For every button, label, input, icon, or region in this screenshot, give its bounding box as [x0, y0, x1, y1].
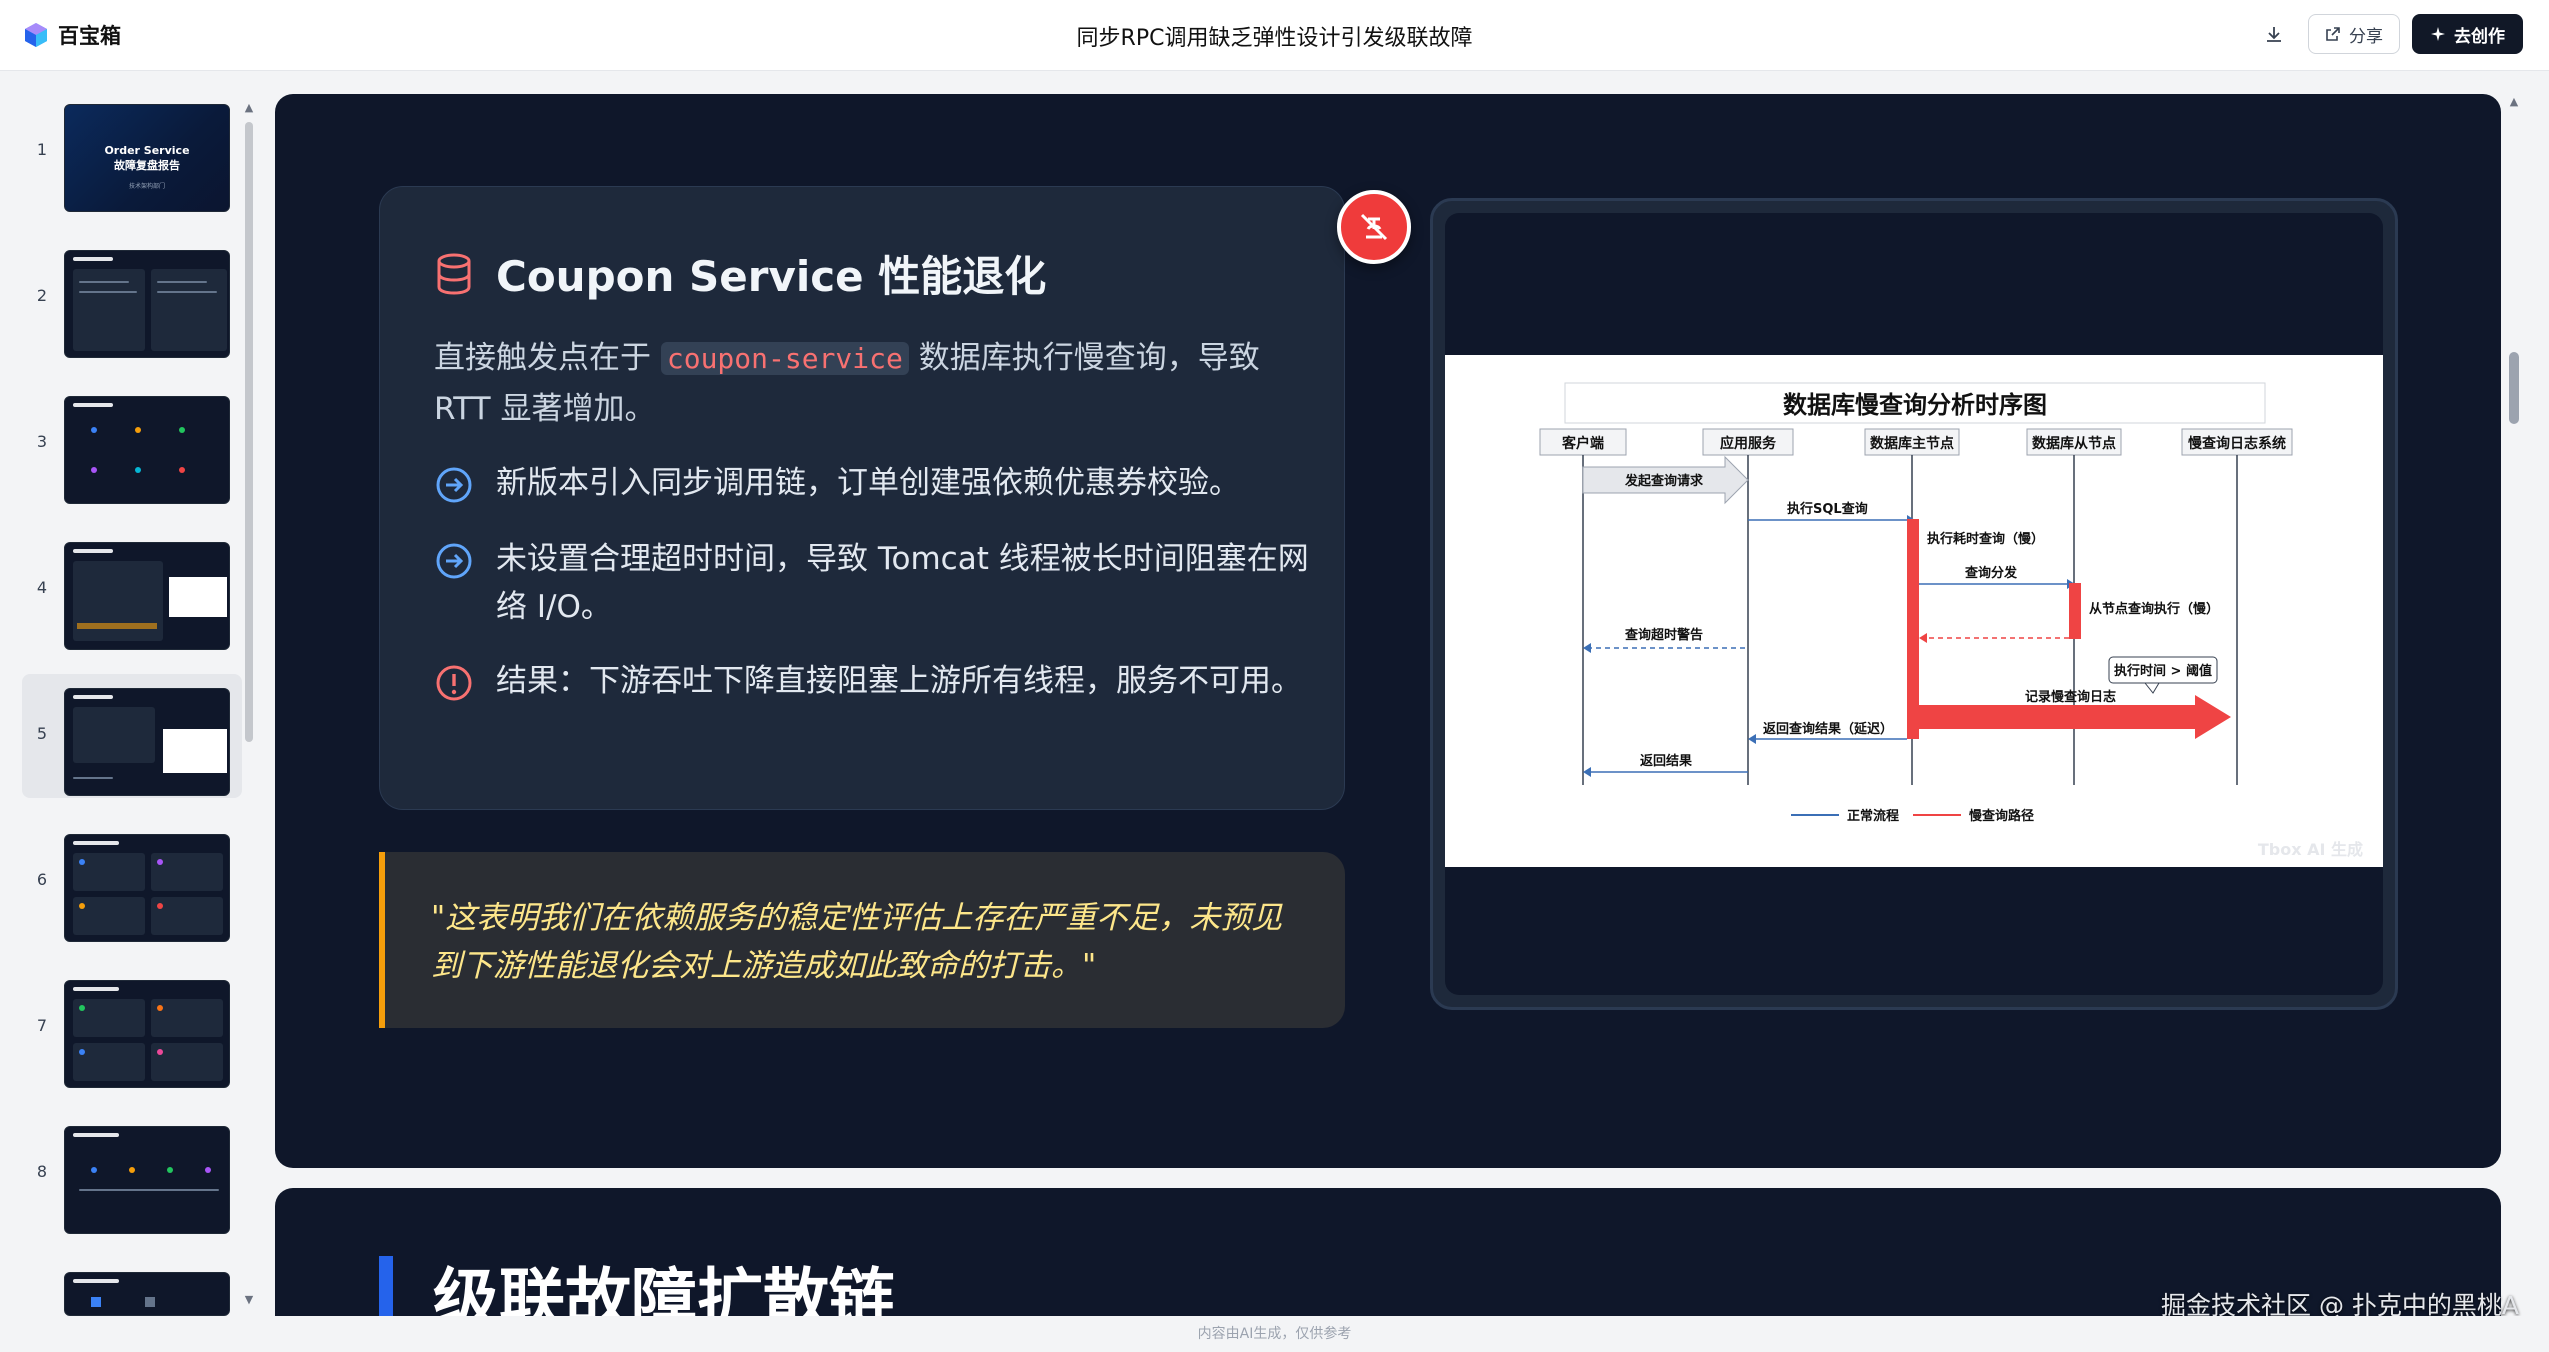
thumb-title-line2: 故障复盘报告 [114, 159, 180, 172]
lane-label: 客户端 [1561, 435, 1604, 452]
slide-thumbnail [64, 980, 230, 1088]
slide-thumb-3[interactable]: 3 [22, 382, 242, 506]
download-icon [2267, 27, 2281, 42]
slide-thumb-7[interactable]: 7 [22, 966, 242, 1090]
message-label: 返回查询结果（延迟） [1763, 721, 1893, 737]
quote-text: "这表明我们在依赖服务的稳定性评估上存在严重不足，未预见到下游性能退化会对上游造… [431, 900, 1283, 984]
info-card: Coupon Service 性能退化 直接触发点在于 coupon-servi… [379, 186, 1345, 810]
slide-thumbnail [64, 1126, 230, 1234]
message-label: 执行SQL查询 [1787, 501, 1868, 517]
main-scroll-thumb[interactable] [2509, 352, 2519, 424]
thumb-title-line1: Order Service [104, 144, 190, 157]
message-label: 查询分发 [1964, 565, 2018, 581]
diagram-watermark: Tbox AI 生成 [2258, 840, 2363, 859]
slide-number: 1 [36, 140, 48, 159]
intro-text-before: 直接触发点在于 [434, 340, 661, 376]
slide-number: 4 [36, 578, 48, 597]
database-icon [437, 253, 471, 295]
share-button[interactable]: 分享 [2308, 14, 2400, 54]
scroll-down-icon[interactable]: ▼ [244, 1293, 254, 1306]
slide-thumb-9-partial[interactable] [22, 1258, 242, 1316]
lane-label: 数据库主节点 [1870, 435, 1954, 452]
message-label: 执行耗时查询（慢） [1927, 531, 2044, 547]
intro-text-after: 数据库执行慢查询，导致 RTT 显著增加。 [434, 340, 1260, 427]
slide-thumbnail-sidebar: 1 Order Service 故障复盘报告 技术架构部门 2 3 [0, 72, 262, 1316]
slide-thumbnail [64, 250, 230, 358]
diagram-title: 数据库慢查询分析时序图 [1783, 391, 2047, 419]
app-name: 百宝箱 [58, 24, 121, 48]
message-label: 返回结果 [1640, 753, 1692, 769]
bullet-text: 未设置合理超时时间，导致 Tomcat 线程被长时间阻塞在网络 I/O。 [496, 541, 1309, 625]
slide-thumb-2[interactable]: 2 [22, 236, 242, 360]
slide-number: 5 [36, 724, 48, 743]
message-label: 记录慢查询日志 [2025, 689, 2116, 705]
hide-image-button[interactable] [1337, 190, 1411, 264]
slide-number: 7 [36, 1016, 48, 1035]
slide-thumbnail [64, 542, 230, 650]
slide-thumbnail: Order Service 故障复盘报告 技术架构部门 [64, 104, 230, 212]
sequence-diagram-image: 数据库慢查询分析时序图 客户端 应用服务 数据库主节点 数据库从节点 慢查询日志… [1445, 355, 2383, 867]
arrow-circle-right-icon [436, 467, 472, 503]
slide-thumb-1[interactable]: 1 Order Service 故障复盘报告 技术架构部门 [22, 90, 242, 214]
legend-label: 慢查询路径 [1969, 808, 2034, 824]
image-frame: 数据库慢查询分析时序图 客户端 应用服务 数据库主节点 数据库从节点 慢查询日志… [1430, 198, 2398, 1010]
eye-off-icon [1360, 213, 1388, 241]
main-scrollbar[interactable]: ▲ [2506, 96, 2522, 1306]
legend-label: 正常流程 [1847, 808, 1899, 824]
inline-code: coupon-service [660, 342, 909, 375]
message-label: 执行时间 > 阈值 [2114, 663, 2212, 679]
scroll-up-icon[interactable]: ▲ [244, 101, 254, 114]
lane-label: 数据库从节点 [2032, 435, 2116, 452]
sparkle-icon [2431, 27, 2445, 41]
thumb-subtitle: 技术架构部门 [128, 183, 165, 190]
app-logo[interactable]: 百宝箱 [22, 20, 121, 50]
share-icon [2326, 27, 2340, 41]
share-label: 分享 [2349, 26, 2383, 47]
slide-thumb-5-active[interactable]: 5 [22, 674, 242, 798]
arrow-circle-right-icon [436, 543, 472, 579]
slide-thumb-8[interactable]: 8 [22, 1112, 242, 1236]
slide-number: 2 [36, 286, 48, 305]
footer-disclaimer: 内容由AI生成，仅供参考 [0, 1316, 2549, 1352]
document-title: 同步RPC调用缺乏弹性设计引发级联故障 [1076, 26, 1473, 51]
create-button[interactable]: 去创作 [2412, 14, 2523, 54]
message-label: 从节点查询执行（慢） [2089, 601, 2219, 617]
slide-thumb-4[interactable]: 4 [22, 528, 242, 652]
lane-label: 慢查询日志系统 [2188, 435, 2286, 452]
cube-logo-icon [25, 23, 47, 47]
scroll-up-icon[interactable]: ▲ [2509, 95, 2519, 108]
quote-block: "这表明我们在依赖服务的稳定性评估上存在严重不足，未预见到下游性能退化会对上游造… [379, 852, 1345, 1028]
slide-number: 6 [36, 870, 48, 889]
exclamation-circle-icon [436, 665, 472, 701]
bullet-text: 结果：下游吞吐下降直接阻塞上游所有线程，服务不可用。 [496, 663, 1302, 699]
top-bar: 百宝箱 同步RPC调用缺乏弹性设计引发级联故障 分享 去创作 [0, 0, 2549, 71]
bullet-text: 新版本引入同步调用链，订单创建强依赖优惠券校验。 [496, 465, 1240, 501]
bullet-item: 新版本引入同步调用链，订单创建强依赖优惠券校验。 [434, 459, 1314, 507]
slide-thumbnail [64, 834, 230, 942]
message-label: 查询超时警告 [1624, 627, 1703, 643]
slide-number: 3 [36, 432, 48, 451]
slide-thumbnail [64, 1272, 230, 1316]
card-intro: 直接触发点在于 coupon-service 数据库执行慢查询，导致 RTT 显… [434, 333, 1314, 434]
slide-thumbnail [64, 688, 230, 796]
current-slide: Coupon Service 性能退化 直接触发点在于 coupon-servi… [275, 94, 2501, 1168]
slide-thumbnail [64, 396, 230, 504]
sidebar-scrollbar[interactable]: ▲ ▼ [243, 101, 255, 1306]
slide-number: 8 [36, 1162, 48, 1181]
card-title: Coupon Service 性能退化 [496, 252, 1047, 301]
title-accent-bar [379, 1256, 393, 1326]
message-label: 发起查询请求 [1624, 473, 1704, 489]
slide-thumb-6[interactable]: 6 [22, 820, 242, 944]
bullet-item: 未设置合理超时时间，导致 Tomcat 线程被长时间阻塞在网络 I/O。 [434, 535, 1314, 631]
create-label: 去创作 [2454, 26, 2505, 47]
download-button[interactable] [2252, 14, 2296, 54]
bullet-item: 结果：下游吞吐下降直接阻塞上游所有线程，服务不可用。 [434, 657, 1314, 705]
lane-label: 应用服务 [1720, 435, 1777, 452]
community-watermark: 掘金技术社区 @ 扑克中的黑桃A [2161, 1291, 2519, 1320]
sidebar-scroll-thumb[interactable] [245, 122, 253, 742]
